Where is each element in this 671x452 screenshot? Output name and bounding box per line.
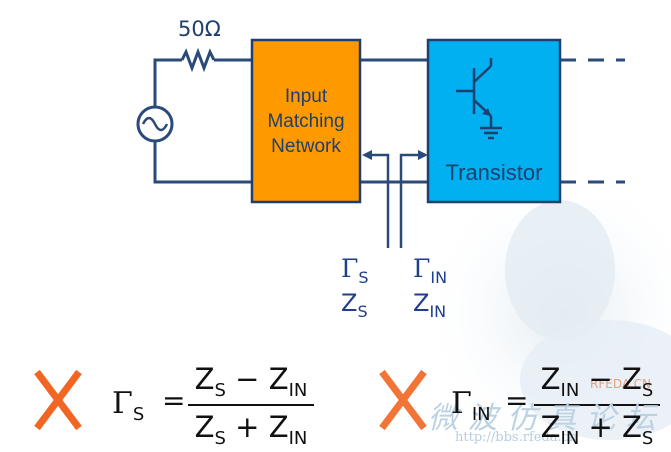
matching-label-line1: Input — [284, 86, 328, 107]
eq2-num-a: Z — [540, 362, 561, 396]
eq2-num-op: − — [588, 362, 613, 396]
eq1-den-b: Z — [268, 410, 289, 444]
resistor-label: 50Ω — [178, 17, 221, 41]
emitter-arrow — [482, 108, 491, 116]
gamma-in-symbol: Γ — [413, 254, 431, 283]
equation-left-lhs: ΓS — [112, 386, 144, 425]
wire-source-bottom — [153, 141, 252, 184]
cross-left-icon — [34, 369, 82, 431]
eq2-num-b: Z — [622, 362, 642, 396]
z-s-sub: S — [357, 301, 368, 321]
z-in-symbol: Z — [413, 289, 430, 317]
gamma-s-arrowhead — [362, 150, 372, 160]
eq1-equals: = — [162, 384, 186, 417]
sine-wave-symbol — [141, 116, 169, 132]
eq2-lhs-symbol: Γ — [451, 386, 472, 421]
eq2-lhs-sub: IN — [471, 404, 491, 425]
z-s-symbol: Z — [341, 289, 358, 317]
eq2-den-a-sub: IN — [560, 427, 580, 449]
eq1-denominator: ZS + ZIN — [188, 410, 314, 449]
eq1-den-b-sub: IN — [288, 427, 308, 449]
gamma-in-arrowhead — [418, 150, 428, 160]
gamma-in-reference-line — [399, 153, 421, 248]
resistor-symbol — [180, 47, 216, 73]
eq2-denominator: ZIN + ZS — [534, 410, 660, 449]
matching-network-label: Input Matching Network — [252, 84, 360, 159]
eq1-den-a-sub: S — [214, 427, 226, 449]
eq1-num-a: Z — [194, 362, 215, 396]
watermark-url: http://bbs.rfeda.cn — [455, 430, 578, 445]
gamma-s-sub: S — [358, 268, 369, 287]
z-in-sub: IN — [429, 301, 447, 321]
transistor-block — [426, 38, 562, 204]
gamma-s-label: ΓS — [341, 254, 369, 287]
eq1-lhs-symbol: Γ — [112, 386, 133, 421]
eq1-num-b: Z — [268, 362, 289, 396]
eq2-den-op: + — [588, 410, 613, 444]
eq1-lhs-sub: S — [132, 404, 145, 425]
watermark-brand: RFEDA.CN — [590, 377, 652, 391]
wire-source-top — [153, 58, 182, 107]
z-in-label: ZIN — [413, 289, 446, 321]
gamma-s-symbol: Γ — [341, 254, 359, 283]
eq1-num-b-sub: IN — [288, 379, 308, 401]
eq1-den-a: Z — [194, 410, 215, 444]
eq1-den-op: + — [235, 410, 260, 444]
ac-source-symbol — [136, 105, 174, 143]
eq2-num-b-sub: S — [641, 379, 654, 401]
gamma-in-sub: IN — [430, 268, 448, 287]
eq2-den-b-sub: S — [641, 427, 654, 449]
gamma-s-reference-line — [369, 153, 390, 248]
eq2-numerator: ZIN − ZS — [534, 362, 660, 401]
eq2-den-b: Z — [622, 410, 642, 444]
eq2-num-a-sub: IN — [560, 379, 580, 401]
equation-right-lhs: ΓIN — [451, 386, 491, 425]
z-s-label: ZS — [341, 289, 368, 321]
gamma-in-label: ΓIN — [413, 254, 447, 287]
eq1-num-op: − — [235, 362, 260, 396]
watermark-title: 微 波 仿 真 论 坛 — [428, 401, 656, 436]
matching-label-line3: Network — [271, 136, 341, 157]
matching-label-line2: Matching — [267, 111, 345, 132]
transistor-label: Transistor — [445, 160, 543, 185]
matching-network-block — [250, 38, 362, 204]
eq2-equals: = — [505, 384, 529, 417]
eq1-numerator: ZS − ZIN — [188, 362, 314, 401]
eq1-num-a-sub: S — [214, 379, 226, 401]
cross-right-icon — [379, 369, 427, 431]
eq2-den-a: Z — [540, 410, 561, 444]
